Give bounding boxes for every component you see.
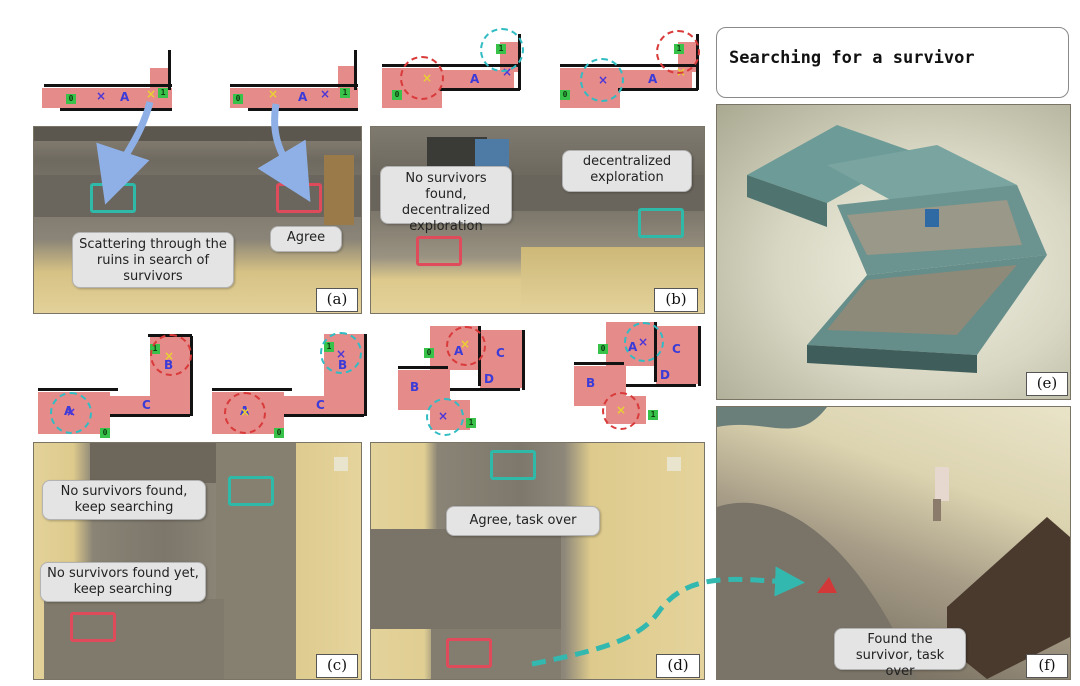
speech-bubble-a-scatter: Scattering through the ruins in search o… xyxy=(72,232,234,288)
search-ring-c1-cyan xyxy=(50,392,92,434)
search-ring-b1-cyan xyxy=(480,28,524,72)
highlight-box-a-red xyxy=(276,183,322,213)
search-ring-c2-red xyxy=(224,392,266,434)
highlight-box-b-red xyxy=(416,236,462,266)
highlight-box-c-red xyxy=(70,612,116,642)
scene-image-c xyxy=(33,442,362,680)
scene-image-d xyxy=(370,442,705,680)
highlight-box-c-cyan xyxy=(228,476,274,506)
panel-label-a: (a) xyxy=(316,288,358,312)
speech-bubble-a-agree: Agree xyxy=(270,226,342,252)
search-ring-d1-cyan xyxy=(426,398,464,436)
search-ring-c2-cyan xyxy=(320,332,362,374)
search-ring-d2-red xyxy=(602,392,640,430)
highlight-box-b-cyan xyxy=(638,208,684,238)
search-ring-d1-red xyxy=(446,326,486,366)
panel-label-f: (f) xyxy=(1026,654,1068,678)
speech-bubble-f: Found the survivor, task over xyxy=(834,628,966,679)
speech-bubble-b-left: No survivors found, decentralized explor… xyxy=(380,166,512,234)
highlight-box-a-cyan xyxy=(90,183,136,213)
panel-label-d: (d) xyxy=(656,654,700,678)
panel-label-e: (e) xyxy=(1026,372,1068,396)
speech-bubble-d: Agree, task over xyxy=(446,506,600,536)
search-ring-b1-red xyxy=(400,56,444,100)
speech-bubble-c-top: No survivors found, keep searching xyxy=(42,480,206,520)
highlight-box-d-red xyxy=(446,638,492,668)
panel-label-b: (b) xyxy=(654,288,698,312)
search-ring-b2-cyan xyxy=(580,58,624,102)
speech-bubble-c-bottom: No survivors found yet, keep searching xyxy=(40,562,206,602)
panel-label-c: (c) xyxy=(316,654,358,678)
title-text: Searching for a survivor xyxy=(729,48,975,68)
building-3d-render xyxy=(747,125,1047,373)
highlight-box-d-cyan xyxy=(490,450,536,480)
search-ring-b2-red xyxy=(656,30,700,74)
search-ring-c1-red xyxy=(150,334,192,376)
speech-bubble-b-right: decentralized exploration xyxy=(562,150,692,192)
search-ring-d2-cyan xyxy=(624,322,664,362)
scene-image-e xyxy=(716,104,1071,400)
title-box: Searching for a survivor xyxy=(716,27,1069,98)
